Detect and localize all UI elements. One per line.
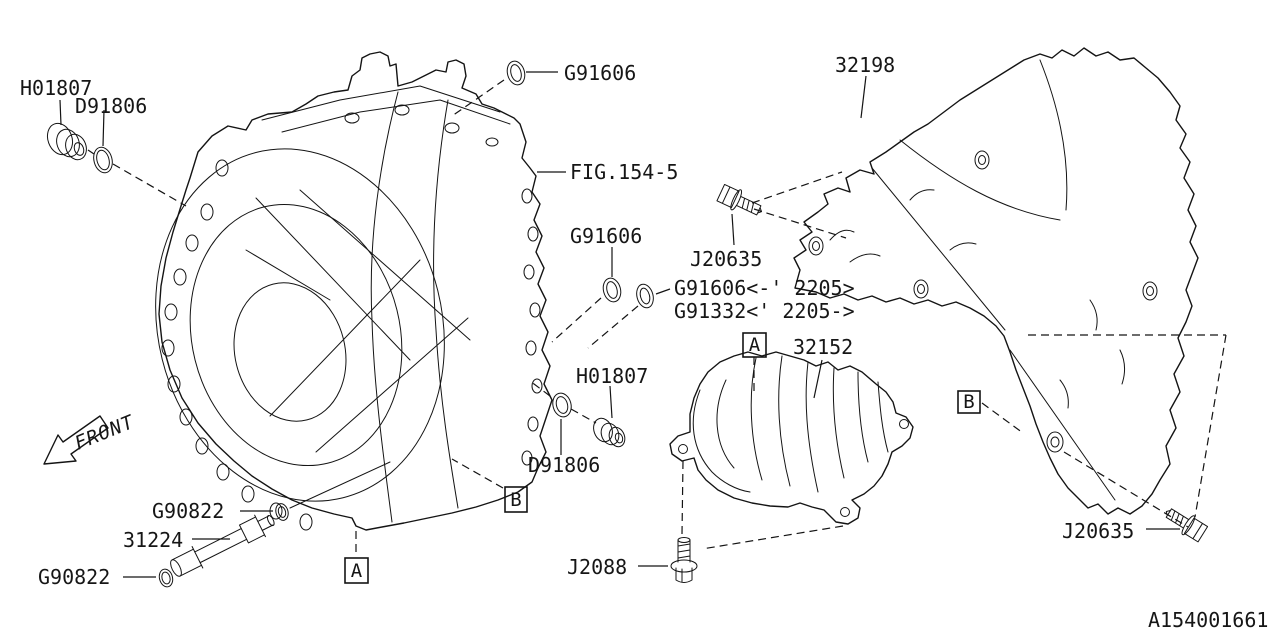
oring-d91806-mid-drawing <box>552 392 572 418</box>
callout-oring-top: D91806 <box>75 94 147 118</box>
plug-h01807-top-drawing <box>46 122 87 161</box>
seal-g91332-drawing <box>636 283 654 309</box>
ref-box-a-upper: A <box>742 332 767 358</box>
front-label: FRONT <box>72 411 138 455</box>
ref-box-a-lower-letter: A <box>351 560 363 582</box>
drawing-id: A154001661 <box>1148 608 1268 632</box>
callout-heat-shield: 32198 <box>835 53 895 77</box>
callout-cover: 32152 <box>793 335 853 359</box>
seal-g91606-top-drawing <box>506 60 526 86</box>
callout-seal-mid: G91606 <box>570 224 642 248</box>
bolt-j20635-upper-drawing <box>716 183 763 216</box>
leader-lines <box>59 71 1180 578</box>
callout-oring-pipe-lower: G90822 <box>38 565 110 589</box>
transmission-case-drawing <box>155 51 553 531</box>
callout-pipe: 31224 <box>123 528 183 552</box>
callout-bolt-upper: J20635 <box>690 247 762 271</box>
bolt-j20635-lower-drawing <box>1165 508 1209 543</box>
ref-box-a-upper-letter: A <box>749 334 761 356</box>
callout-plug-mid: H01807 <box>576 364 648 388</box>
ref-box-b-left: B <box>504 486 528 513</box>
callout-fig-ref: FIG.154-5 <box>570 160 678 184</box>
heat-shield-32198-drawing <box>793 47 1199 515</box>
callout-labels: H01807 D91806 G91606 FIG.154-5 32198 G91… <box>20 53 1268 632</box>
callout-seal-range-early: G91606<-' 2205> <box>674 276 855 300</box>
oring-g90822-upper-drawing <box>275 503 289 521</box>
flange-bolt-holes <box>161 159 543 531</box>
ref-box-b-right: B <box>957 390 981 414</box>
callout-bolt-lower: J20635 <box>1062 519 1134 543</box>
heat-shield-grommets <box>808 150 1158 453</box>
front-arrow-icon: FRONT <box>43 411 138 465</box>
callout-plug-top: H01807 <box>20 76 92 100</box>
ref-box-a-lower: A <box>344 557 369 584</box>
plug-h01807-mid-drawing <box>593 417 626 448</box>
bolt-j2088-drawing <box>670 537 698 583</box>
callout-oring-pipe-upper: G90822 <box>152 499 224 523</box>
callout-seal-range-late: G91332<' 2205-> <box>674 299 855 323</box>
callout-seal-top: G91606 <box>564 61 636 85</box>
oring-d91806-top-drawing <box>93 146 113 174</box>
dipstick-pipe-31224-drawing <box>170 461 391 577</box>
ref-box-b-right-letter: B <box>963 391 974 413</box>
ref-box-b-left-letter: B <box>510 489 521 511</box>
assembly-dashed-lines <box>87 79 1227 556</box>
converter-cover-32152-drawing <box>669 351 914 525</box>
seal-g91606-mid-drawing <box>602 277 622 303</box>
callout-bolt-cover: J2088 <box>567 555 627 579</box>
oring-g90822-lower-drawing <box>158 568 174 588</box>
callout-oring-mid: D91806 <box>528 453 600 477</box>
